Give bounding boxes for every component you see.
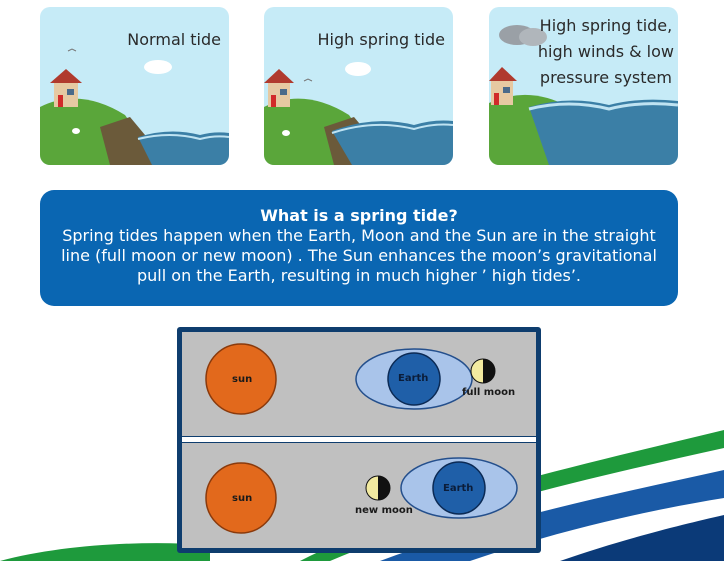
moon-diagram: sun Earth full moon sun new moon Earth xyxy=(177,327,541,553)
earth-label: Earth xyxy=(443,483,474,494)
panel-title: High spring tide, high winds & low press… xyxy=(537,16,674,87)
info-box: What is a spring tide? Spring tides happ… xyxy=(40,190,678,306)
full-moon-label: full moon xyxy=(462,387,516,398)
new-moon-label: new moon xyxy=(355,505,413,516)
coast-scene-storm xyxy=(489,25,678,165)
sun-label: sun xyxy=(232,374,253,385)
coast-scene-normal xyxy=(40,48,229,165)
earth-shape xyxy=(432,461,486,515)
panel-high-spring-tide: High spring tide xyxy=(264,7,453,165)
sun-shape xyxy=(205,343,277,415)
sun-shape xyxy=(205,462,277,534)
info-answer: Spring tides happen when the Earth, Moon… xyxy=(61,226,657,285)
panel-title: Normal tide xyxy=(127,30,221,49)
panel-normal-tide: Normal tide xyxy=(40,7,229,165)
diagram-full-moon: sun Earth full moon xyxy=(182,332,536,436)
panel-title: High spring tide xyxy=(317,30,445,49)
earth-label: Earth xyxy=(398,373,429,384)
diagram-divider xyxy=(182,437,536,442)
diagram-new-moon: sun new moon Earth xyxy=(182,443,536,548)
info-question: What is a spring tide? xyxy=(260,206,458,225)
panel-spring-tide-winds: High spring tide, high winds & low press… xyxy=(489,7,678,165)
earth-shape xyxy=(387,352,441,406)
sun-label: sun xyxy=(232,493,253,504)
coast-scene-spring xyxy=(264,62,453,165)
